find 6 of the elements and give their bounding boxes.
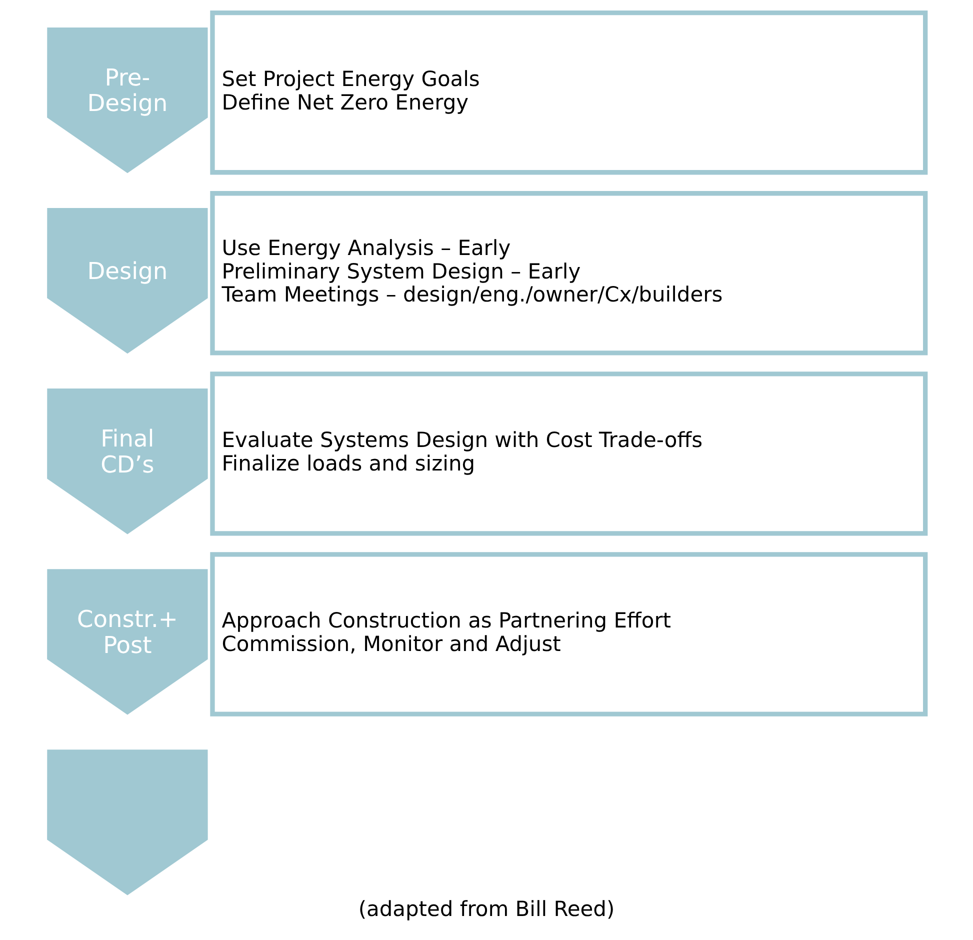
node-box: Approach Construction as Partnering Effort Commission, Monitor and Adjust — [210, 552, 928, 716]
node-box: Set Project Energy Goals Define Net Zero Energy — [210, 10, 928, 175]
node-chevron — [47, 750, 208, 896]
node-box: Use Energy Analysis – Early Preliminary System Design – Early Team Meetings – design/eng./owner/Cx/builders — [210, 191, 928, 356]
caption: (adapted from Bill Reed) — [358, 897, 615, 922]
node-box: Evaluate Systems Design with Cost Trade-offs Finalize loads and sizing — [210, 372, 928, 536]
